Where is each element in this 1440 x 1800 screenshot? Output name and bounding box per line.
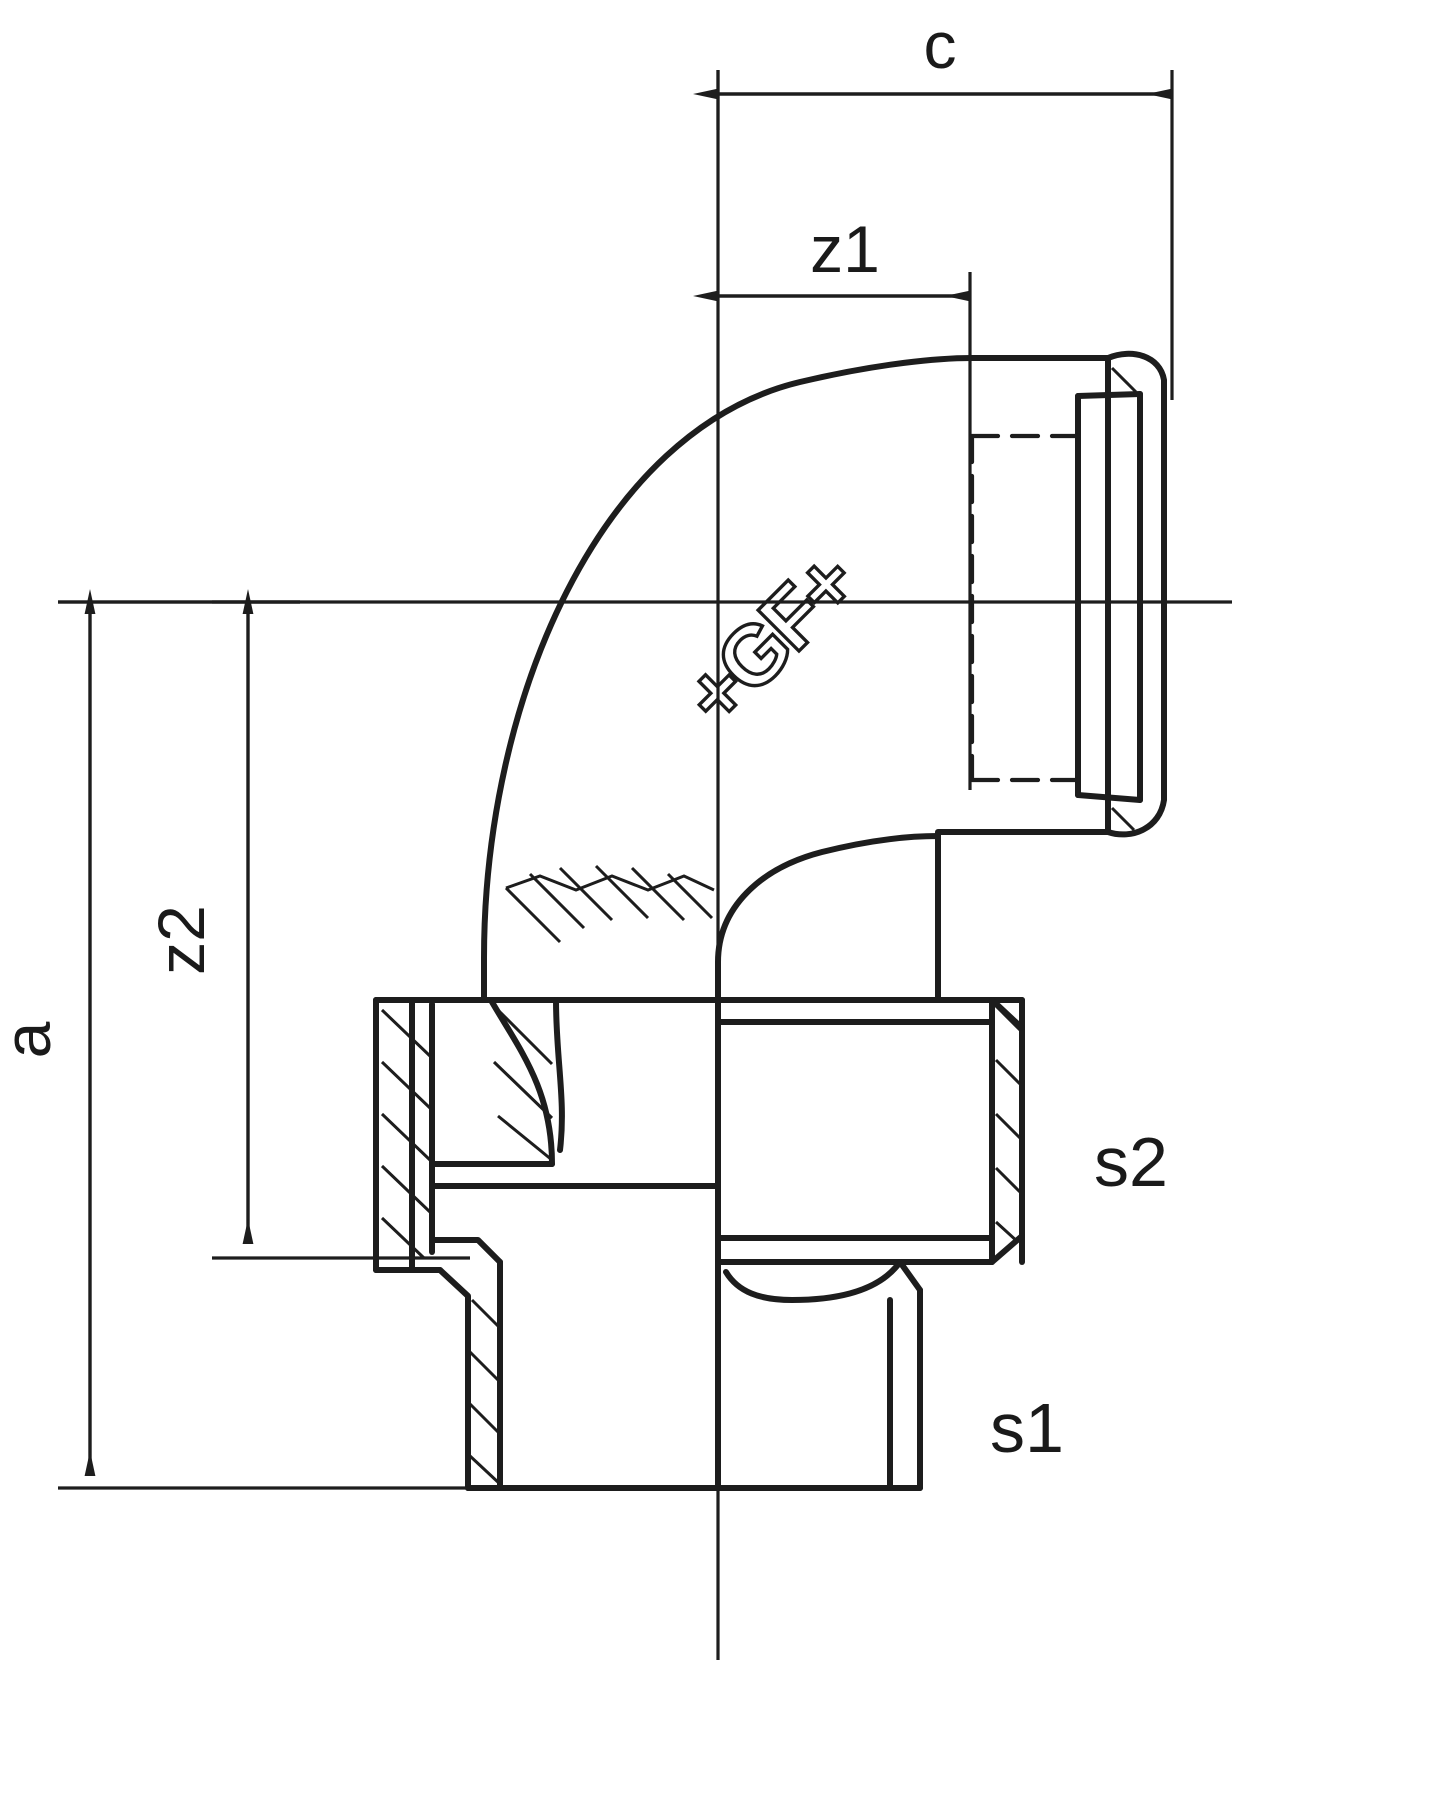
hatch-body-3 bbox=[558, 866, 614, 922]
dim-z2-label: z2 bbox=[144, 905, 218, 975]
hatch-body-4 bbox=[594, 864, 650, 920]
hatch-body-6 bbox=[666, 872, 714, 920]
section-hatching bbox=[380, 366, 1138, 1486]
hatch-body-2 bbox=[528, 872, 586, 930]
hatch-left-spigot-5 bbox=[380, 1216, 426, 1260]
gf-brand-text: +GF+ bbox=[666, 535, 874, 743]
hatch-neck-1 bbox=[470, 1298, 502, 1330]
left-spigot-step bbox=[429, 1237, 503, 1265]
hatch-nut-4 bbox=[994, 1166, 1022, 1194]
cavity-left-wall bbox=[489, 999, 555, 1167]
dim-z1-label: z1 bbox=[810, 212, 880, 286]
hatch-left-spigot-2 bbox=[380, 1060, 432, 1110]
hatch-neck-2 bbox=[468, 1350, 502, 1384]
gf-brand-mark: +GF+ bbox=[664, 534, 875, 745]
dim-a-label-group: a bbox=[0, 1021, 64, 1058]
hatch-nut-1 bbox=[994, 1004, 1022, 1032]
right-socket-shoulder-top bbox=[1075, 391, 1143, 399]
hatch-socket-1 bbox=[1110, 366, 1138, 394]
union-nut-chamfer-top bbox=[989, 997, 1025, 1031]
dim-a-label: a bbox=[0, 1021, 64, 1058]
dimension-a bbox=[58, 589, 740, 1490]
hatch-neck-4 bbox=[468, 1454, 502, 1486]
hatch-cavity-2 bbox=[492, 1060, 554, 1120]
hatch-cavity-3 bbox=[497, 1114, 553, 1162]
lower-thread-crest bbox=[723, 1259, 903, 1303]
hatch-nut-5 bbox=[994, 1220, 1020, 1244]
dimension-c bbox=[693, 70, 1174, 400]
lower-thread-outer bbox=[897, 1259, 923, 1293]
dim-z2-label-group: z2 bbox=[144, 905, 218, 975]
right-socket-shoulder-bottom bbox=[1075, 792, 1143, 803]
fitting-body-outline bbox=[373, 350, 1167, 1491]
right-leg-lower-transition bbox=[935, 829, 1111, 1003]
hatch-cavity-1 bbox=[496, 1008, 554, 1066]
hatch-body-5 bbox=[630, 866, 686, 922]
hatch-body-break bbox=[505, 874, 715, 892]
dim-s2-label: s2 bbox=[1094, 1123, 1168, 1201]
hatch-left-spigot-1 bbox=[380, 1008, 432, 1058]
hatch-nut-2 bbox=[994, 1058, 1022, 1086]
elbow-outer-contour bbox=[481, 355, 1111, 1003]
hatch-left-spigot-4 bbox=[380, 1164, 432, 1214]
hatch-nut-3 bbox=[994, 1112, 1022, 1140]
right-socket-bore-dashed bbox=[969, 433, 1081, 783]
elbow-inner-contour bbox=[715, 833, 941, 1003]
dim-s1-label: s1 bbox=[990, 1389, 1064, 1467]
left-spigot-chamfer bbox=[437, 1267, 471, 1491]
hatch-neck-3 bbox=[468, 1402, 502, 1436]
dimension-z1 bbox=[693, 272, 972, 790]
right-socket-outer bbox=[1105, 350, 1167, 838]
cavity-left-wall-2 bbox=[553, 997, 565, 1153]
hatch-socket-2 bbox=[1110, 806, 1136, 832]
dim-c-label: c bbox=[924, 8, 957, 82]
hatch-left-spigot-3 bbox=[380, 1112, 432, 1162]
hatch-body-1 bbox=[504, 886, 562, 944]
